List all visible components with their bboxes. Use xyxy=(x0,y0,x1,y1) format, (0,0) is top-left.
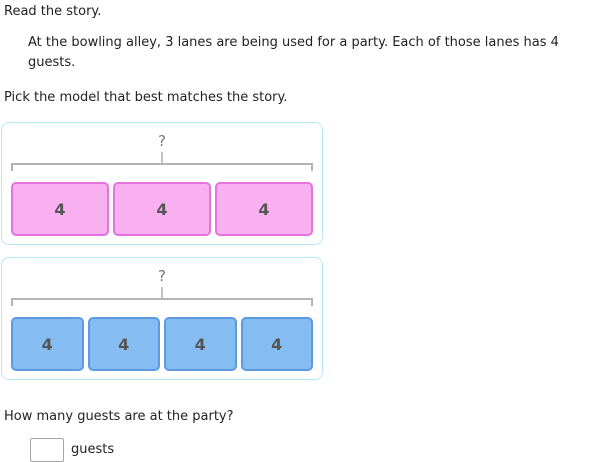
model-option-a[interactable]: ? 4 4 4 xyxy=(1,122,323,245)
tape-segment: 4 xyxy=(215,182,313,236)
tape-segment: 4 xyxy=(113,182,211,236)
bracket-center-tick xyxy=(161,287,163,298)
tape-diagram-3-parts: 4 4 4 xyxy=(11,182,313,236)
answer-input[interactable] xyxy=(30,438,64,462)
answer-row: guests xyxy=(30,438,600,462)
question-text: How many guests are at the party? xyxy=(4,409,234,424)
bracket-total-label: ? xyxy=(158,132,166,150)
tape-diagram-4-parts: 4 4 4 4 xyxy=(11,317,313,371)
model-option-b[interactable]: ? 4 4 4 4 xyxy=(1,257,323,380)
tape-segment: 4 xyxy=(87,317,160,371)
bracket-center-tick xyxy=(161,152,163,163)
read-instruction: Read the story. xyxy=(4,4,102,19)
tape-segment: 4 xyxy=(11,317,84,371)
answer-unit-label: guests xyxy=(71,442,115,457)
total-bracket xyxy=(11,152,313,171)
tape-segment: 4 xyxy=(240,317,313,371)
story-text: At the bowling alley, 3 lanes are being … xyxy=(28,35,559,70)
tape-segment: 4 xyxy=(164,317,237,371)
pick-instruction: Pick the model that best matches the sto… xyxy=(4,90,288,105)
bracket-total-label: ? xyxy=(158,267,166,285)
tape-segment: 4 xyxy=(11,182,109,236)
total-bracket xyxy=(11,287,313,306)
